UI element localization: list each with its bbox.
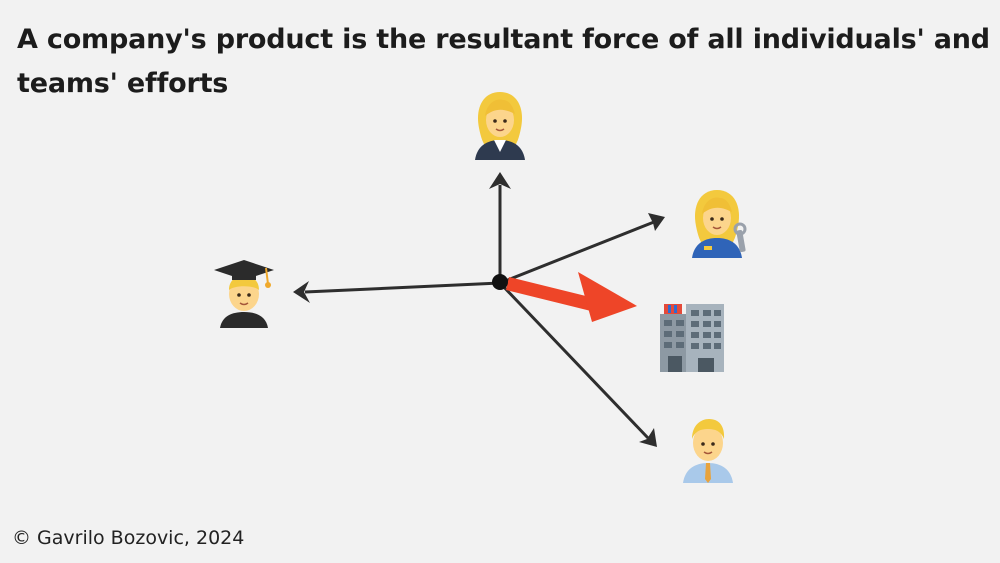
graduate-icon (214, 260, 274, 328)
businesswoman-icon (475, 92, 525, 160)
force-arrow-upper-right (499, 213, 665, 285)
force-arrow-lower-right (498, 281, 657, 447)
mechanic-woman-icon (692, 190, 747, 258)
businessman-icon (683, 419, 733, 483)
force-arrow-up (489, 172, 511, 283)
copyright-credit: © Gavrilo Bozovic, 2024 (12, 527, 245, 549)
resultant-force-arrow (506, 272, 637, 322)
company-building-icon (660, 304, 724, 372)
force-arrow-left (293, 281, 501, 303)
page-title: A company's product is the resultant for… (17, 24, 990, 99)
origin-point (492, 274, 508, 290)
